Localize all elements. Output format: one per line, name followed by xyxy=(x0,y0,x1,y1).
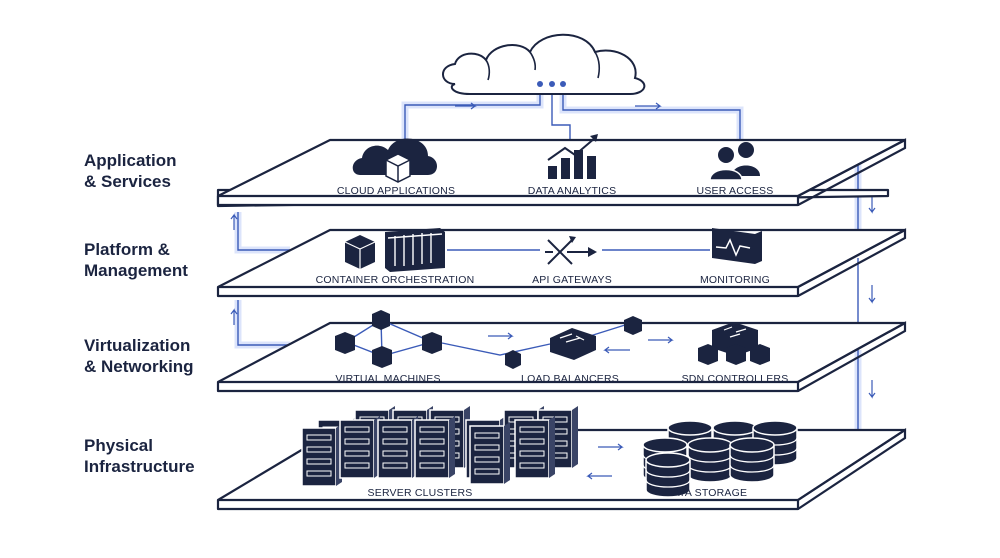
cloud-connector-right xyxy=(562,84,741,140)
layer-label: Infrastructure xyxy=(84,457,195,476)
flow-arrow xyxy=(455,102,477,110)
layer-virtualization-networking: VIRTUAL MACHINES LOAD BALANCERS SDN CONT… xyxy=(216,310,907,393)
component-label: SDN CONTROLLERS xyxy=(682,373,789,385)
flow-arrow xyxy=(230,308,238,325)
component-label: MONITORING xyxy=(700,274,770,286)
layer-labels: Application & Services Platform & Manage… xyxy=(84,151,195,476)
server-rack xyxy=(414,416,455,479)
server-rack xyxy=(514,416,555,479)
component-label: CONTAINER ORCHESTRATION xyxy=(316,274,475,286)
component-label: SERVER CLUSTERS xyxy=(368,487,473,499)
component-label: USER ACCESS xyxy=(697,185,774,197)
layer-label: Management xyxy=(84,261,188,280)
flow-arrow xyxy=(648,336,674,344)
server-rack xyxy=(301,424,342,487)
storage-cylinder xyxy=(687,437,733,483)
storage-cylinder xyxy=(729,437,775,483)
data-analytics-icon xyxy=(547,134,598,179)
layer-label: & Networking xyxy=(84,357,194,376)
component-label: DATA STORAGE xyxy=(665,487,747,499)
flow-arrow xyxy=(488,332,514,340)
component-label: API GATEWAYS xyxy=(532,274,612,286)
flow-arrow xyxy=(868,195,876,214)
layer-label: Physical xyxy=(84,436,153,455)
server-rack xyxy=(469,422,510,485)
component-label: VIRTUAL MACHINES xyxy=(335,373,440,385)
sdn-controllers-icon xyxy=(698,322,770,365)
server-rack xyxy=(339,416,380,479)
virtual-machines-icon xyxy=(335,310,442,368)
layer-physical-infrastructure: SERVER CLUSTERS DATA STORAGE xyxy=(216,406,907,511)
user-access-icon xyxy=(709,142,760,181)
storage-cylinder xyxy=(645,452,691,498)
flow-arrow xyxy=(586,472,612,480)
flow-arrow xyxy=(868,285,876,304)
layer-label: Virtualization xyxy=(84,336,190,355)
api-gateways-icon xyxy=(545,236,597,265)
server-clusters-icon xyxy=(301,406,578,487)
flow-arrow xyxy=(603,346,630,354)
flow-arrow xyxy=(635,102,662,110)
component-label: LOAD BALANCERS xyxy=(521,373,619,385)
layer-application-services: CLOUD APPLICATIONS DATA ANALYTICS USER A… xyxy=(216,134,907,208)
cloud-connector-center xyxy=(551,84,571,140)
monitoring-icon xyxy=(712,228,762,264)
data-storage-icon xyxy=(642,420,798,498)
component-label: CLOUD APPLICATIONS xyxy=(337,185,455,197)
layer-label: & Services xyxy=(84,172,171,191)
layer-platform-management: CONTAINER ORCHESTRATION API GATEWAYS MON… xyxy=(216,228,907,298)
cloud-icon xyxy=(442,33,646,95)
left-rail-bottom xyxy=(237,300,290,346)
flow-arrow xyxy=(230,213,238,230)
server-rack xyxy=(377,416,418,479)
left-rail-top xyxy=(237,212,290,251)
component-label: DATA ANALYTICS xyxy=(528,185,617,197)
flow-arrow xyxy=(598,443,624,451)
cloud-applications-icon xyxy=(352,138,437,183)
flow-arrow xyxy=(868,380,876,399)
layer-label: Platform & xyxy=(84,240,170,259)
load-balancers-icon xyxy=(441,316,642,369)
layer-label: Application xyxy=(84,151,177,170)
container-orchestration-icon xyxy=(344,228,445,272)
